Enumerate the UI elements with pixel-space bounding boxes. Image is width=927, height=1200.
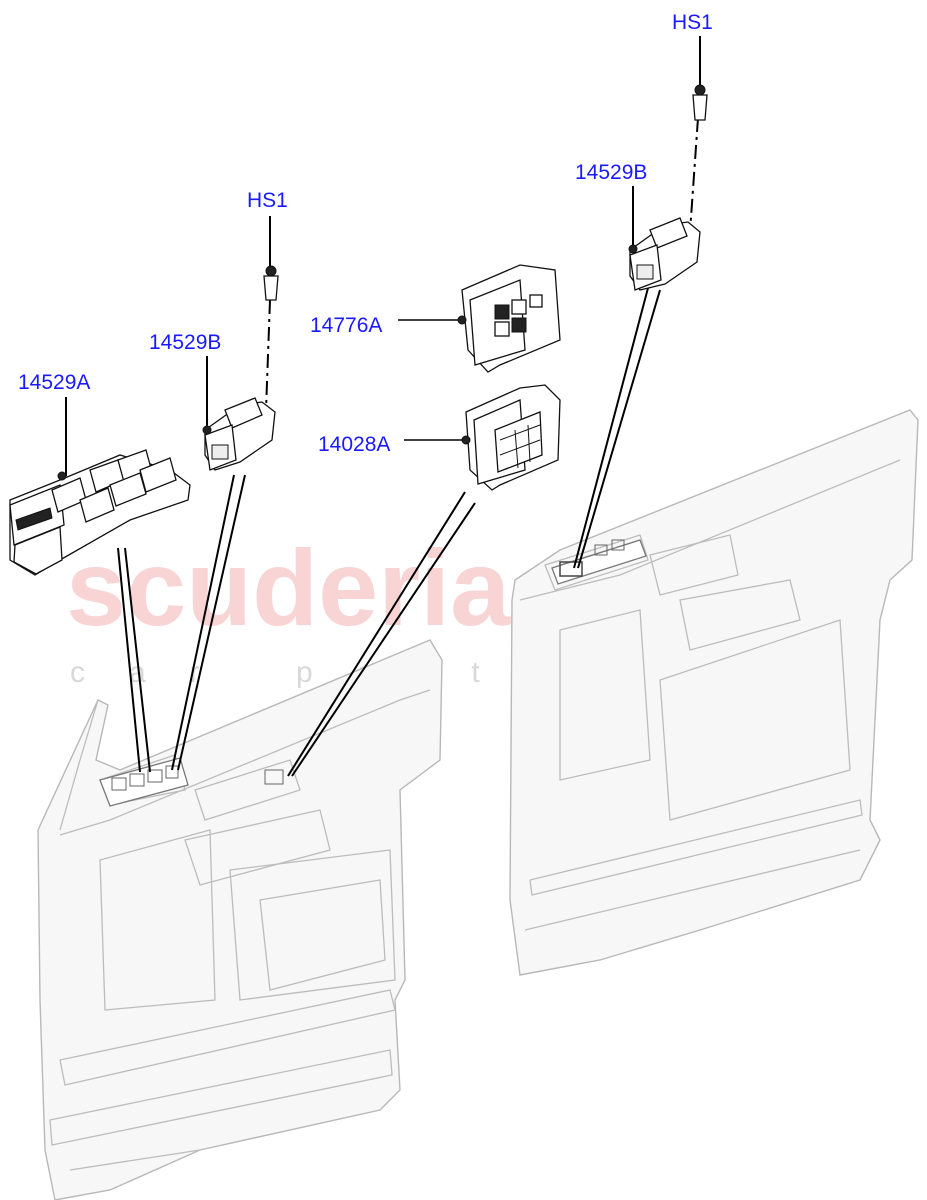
callout-labels: HS1 14529B 14776A 14028A HS1 14529B 1452… (18, 11, 713, 456)
callout-14776a[interactable]: 14776A (310, 314, 382, 337)
callout-14529b-left[interactable]: 14529B (149, 331, 221, 354)
front-door-trim-panel (37, 639, 443, 1200)
callout-hs1-right[interactable]: HS1 (672, 11, 713, 34)
rear-door-trim-panel (509, 409, 919, 976)
part-14529b-window-switch-right (628, 217, 701, 291)
watermark-tagline: car parts (70, 656, 583, 689)
callout-14529a[interactable]: 14529A (18, 371, 90, 394)
screw-hs1-right (692, 84, 708, 121)
part-14776a-switch-module (457, 264, 561, 373)
callout-14028a[interactable]: 14028A (318, 433, 390, 456)
screw-hs1-left (263, 265, 279, 301)
callout-14529b-right[interactable]: 14529B (575, 161, 647, 184)
callout-hs1-left[interactable]: HS1 (247, 189, 288, 212)
leader-lines (65, 36, 701, 777)
front-door-switch-slot (264, 769, 284, 785)
part-14529b-window-switch-left (202, 397, 276, 471)
watermark-brand: scuderia (66, 527, 511, 648)
part-14028a-switch-module (461, 384, 561, 491)
rear-door-switch-cluster (551, 539, 647, 585)
part-14529a-master-window-switch (9, 449, 191, 576)
